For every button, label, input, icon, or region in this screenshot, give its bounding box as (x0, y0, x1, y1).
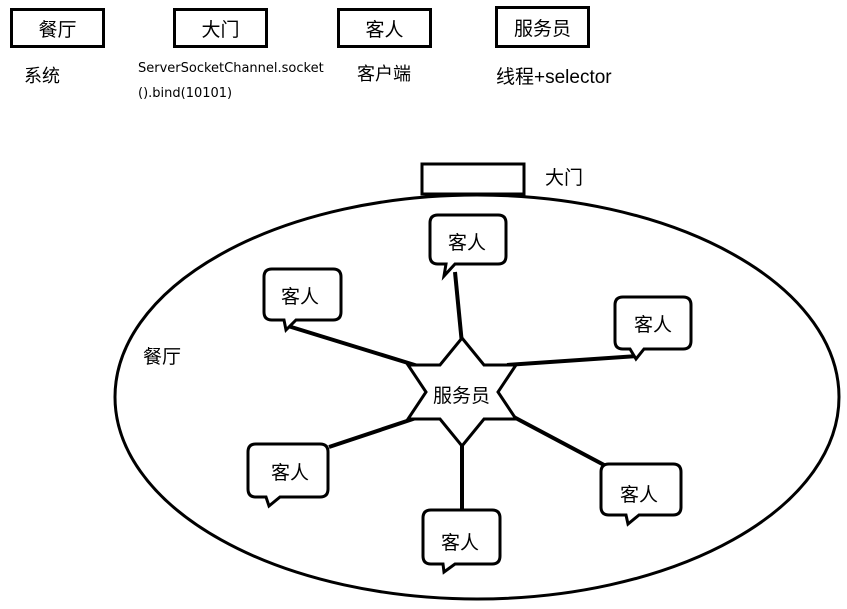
connector-guest-upper-left (287, 324, 419, 368)
door-label: 大门 (545, 167, 583, 189)
door-rect (420, 162, 526, 196)
legend-door-box: 大门 (173, 8, 268, 48)
guest-label-upper-left: 客人 (281, 286, 319, 308)
connector-lines (287, 271, 639, 512)
legend-waiter-meaning: 线程+selector (496, 67, 612, 88)
legend-restaurant-term: 餐厅 (38, 18, 77, 41)
legend-restaurant-box: 餐厅 (10, 8, 105, 48)
legend-door-meaning-line1: ServerSocketChannel.socket (138, 61, 324, 76)
guest-label-lower-left: 客人 (271, 462, 309, 484)
connector-guest-upper-right (506, 354, 639, 367)
guest-bubble-lower-right: 客人 (599, 462, 683, 527)
legend-waiter-term: 服务员 (513, 17, 571, 40)
legend-guest-box: 客人 (337, 8, 432, 48)
guest-bubble-upper-left: 客人 (262, 267, 343, 334)
legend-door-term: 大门 (201, 18, 240, 41)
waiter-label: 服务员 (433, 385, 490, 407)
legend-waiter-box: 服务员 (495, 6, 590, 48)
legend-door-meaning-line2: ().bind(10101) (138, 86, 233, 101)
legend-guest-term: 客人 (365, 18, 404, 41)
guest-label-bottom: 客人 (441, 532, 479, 554)
legend-door-meaning: ServerSocketChannel.socket ().bind(10101… (138, 56, 324, 106)
guest-bubble-bottom: 客人 (421, 508, 502, 575)
guest-bubble-top: 客人 (428, 213, 508, 281)
guest-label-top: 客人 (448, 232, 486, 254)
connector-guest-lower-right (509, 413, 607, 468)
guest-label-upper-right: 客人 (634, 314, 672, 336)
connector-guest-lower-left (328, 414, 423, 449)
waiter-star (405, 335, 519, 449)
restaurant-label: 餐厅 (143, 346, 181, 368)
legend-restaurant-meaning: 系统 (24, 66, 60, 87)
guest-label-lower-right: 客人 (620, 484, 658, 506)
guest-bubble-lower-left: 客人 (246, 442, 330, 509)
connector-guest-top (453, 271, 464, 345)
legend-guest-meaning: 客户端 (357, 64, 411, 85)
guest-bubble-upper-right: 客人 (613, 295, 693, 362)
